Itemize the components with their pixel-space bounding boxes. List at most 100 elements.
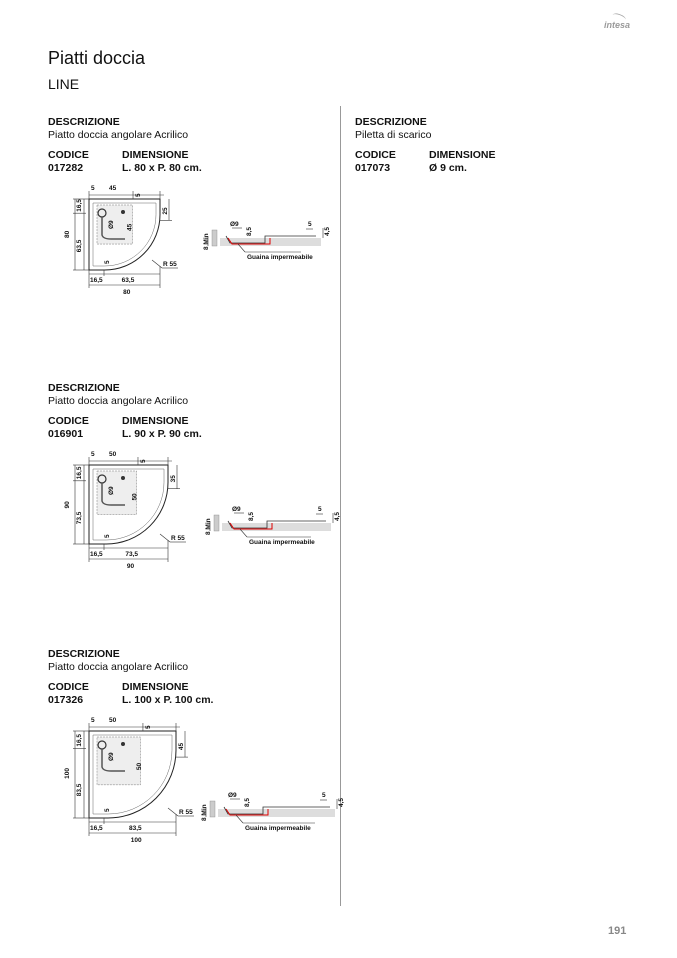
product-block: DESCRIZIONE Piatto doccia angolare Acril… xyxy=(48,648,213,707)
dim-left-a: 16,5 xyxy=(76,734,83,747)
section-edge-label: 5 xyxy=(318,506,322,513)
brand-logo: intesa xyxy=(604,11,631,30)
description-label: DESCRIZIONE xyxy=(48,648,120,660)
dim-inner-v: 50 xyxy=(131,493,138,501)
accessory-block: DESCRIZIONE Piletta di scarico CODICE DIM… xyxy=(355,116,496,175)
dim-inner-v: 45 xyxy=(127,223,134,231)
description-text: Piatto doccia angolare Acrilico xyxy=(48,661,189,673)
description-text: Piletta di scarico xyxy=(355,129,432,141)
dimension-label: DIMENSIONE xyxy=(122,681,189,693)
description-text: Piatto doccia angolare Acrilico xyxy=(48,395,189,407)
dim-top-c: 5 xyxy=(140,459,147,463)
dim-bottom-total: 80 xyxy=(123,289,131,296)
dim-radius: R 55 xyxy=(171,535,185,542)
dim-inner-s: 5 xyxy=(104,534,111,538)
dim-bottom-b: 83,5 xyxy=(129,825,142,832)
dim-drain: Ø9 xyxy=(108,486,115,495)
dim-inner-v: 50 xyxy=(136,763,143,771)
code-label: CODICE xyxy=(48,415,89,427)
section-drain-label: Ø9 xyxy=(228,792,237,799)
dim-inner-s: 5 xyxy=(104,808,111,812)
page-title: Piatti doccia xyxy=(48,48,146,68)
dim-top-a: 5 xyxy=(91,717,95,724)
product-dimension: L. 90 x P. 90 cm. xyxy=(122,428,202,440)
product-dimension: L. 100 x P. 100 cm. xyxy=(122,694,214,706)
dim-bottom-b: 63,5 xyxy=(122,277,135,284)
dim-drain: Ø9 xyxy=(108,220,115,229)
code-label: CODICE xyxy=(48,149,89,161)
product-dimension: L. 80 x P. 80 cm. xyxy=(122,162,202,174)
dim-bottom-a: 16,5 xyxy=(90,277,103,284)
dim-top-a: 5 xyxy=(91,451,95,458)
code-label: CODICE xyxy=(48,681,89,693)
dimension-label: DIMENSIONE xyxy=(122,415,189,427)
section-depth-label: 8,5 xyxy=(244,798,251,807)
dim-left-total: 90 xyxy=(64,501,71,509)
product-dimension: Ø 9 cm. xyxy=(429,162,467,174)
section-edge-label: 5 xyxy=(308,221,312,228)
page-subtitle: LINE xyxy=(48,76,80,92)
dim-bottom-a: 16,5 xyxy=(90,551,103,558)
dim-left-a: 16,5 xyxy=(76,199,83,212)
dim-left-b: 63,5 xyxy=(76,239,83,252)
dim-left-b: 83,5 xyxy=(76,783,83,796)
brand-name: intesa xyxy=(604,20,631,30)
dim-left-b: 73,5 xyxy=(76,511,83,524)
description-label: DESCRIZIONE xyxy=(48,116,120,128)
dim-right: 25 xyxy=(162,207,169,215)
dim-top-b: 50 xyxy=(109,717,117,724)
dim-right: 35 xyxy=(170,475,177,483)
description-label: DESCRIZIONE xyxy=(48,382,120,394)
dim-bottom-b: 73,5 xyxy=(125,551,138,558)
dim-left-a: 16,5 xyxy=(76,466,83,479)
description-label: DESCRIZIONE xyxy=(355,116,427,128)
section-depth-label: 8,5 xyxy=(246,227,253,236)
section-height-label: 4,5 xyxy=(324,227,331,236)
dim-radius: R 55 xyxy=(163,261,177,268)
section-min-label: 8 Min xyxy=(205,518,212,535)
section-membrane-label: Guaina impermeabile xyxy=(247,254,313,261)
dim-top-c: 5 xyxy=(145,725,152,729)
dim-right: 45 xyxy=(178,743,185,751)
page-number: 191 xyxy=(608,925,627,937)
section-edge-label: 5 xyxy=(322,792,326,799)
section-depth-label: 8,5 xyxy=(248,512,255,521)
product-code: 017326 xyxy=(48,694,84,706)
dim-bottom-total: 100 xyxy=(131,837,142,844)
dim-left-total: 100 xyxy=(64,768,71,779)
section-membrane-label: Guaina impermeabile xyxy=(245,825,311,832)
product-code: 017282 xyxy=(48,162,84,174)
dimension-label: DIMENSIONE xyxy=(429,149,496,161)
dim-bottom-a: 16,5 xyxy=(90,825,103,832)
section-min-label: 8 Min xyxy=(203,233,210,250)
dim-top-a: 5 xyxy=(91,185,95,192)
product-code: 017073 xyxy=(355,162,391,174)
section-membrane-label: Guaina impermeabile xyxy=(249,539,315,546)
section-height-label: 4,5 xyxy=(334,512,341,521)
dimension-label: DIMENSIONE xyxy=(122,149,189,161)
dim-drain: Ø9 xyxy=(108,752,115,761)
product-block: DESCRIZIONE Piatto doccia angolare Acril… xyxy=(48,382,202,441)
column-divider xyxy=(340,106,341,906)
section-drain-label: Ø9 xyxy=(230,221,239,228)
section-height-label: 4,5 xyxy=(338,798,345,807)
description-text: Piatto doccia angolare Acrilico xyxy=(48,129,189,141)
section-drain-label: Ø9 xyxy=(232,506,241,513)
code-label: CODICE xyxy=(355,149,396,161)
dim-inner-s: 5 xyxy=(104,260,111,264)
dim-left-total: 80 xyxy=(64,230,71,238)
product-block: DESCRIZIONE Piatto doccia angolare Acril… xyxy=(48,116,202,175)
dim-top-c: 5 xyxy=(135,193,142,197)
product-code: 016901 xyxy=(48,428,84,440)
dim-bottom-total: 90 xyxy=(127,563,135,570)
